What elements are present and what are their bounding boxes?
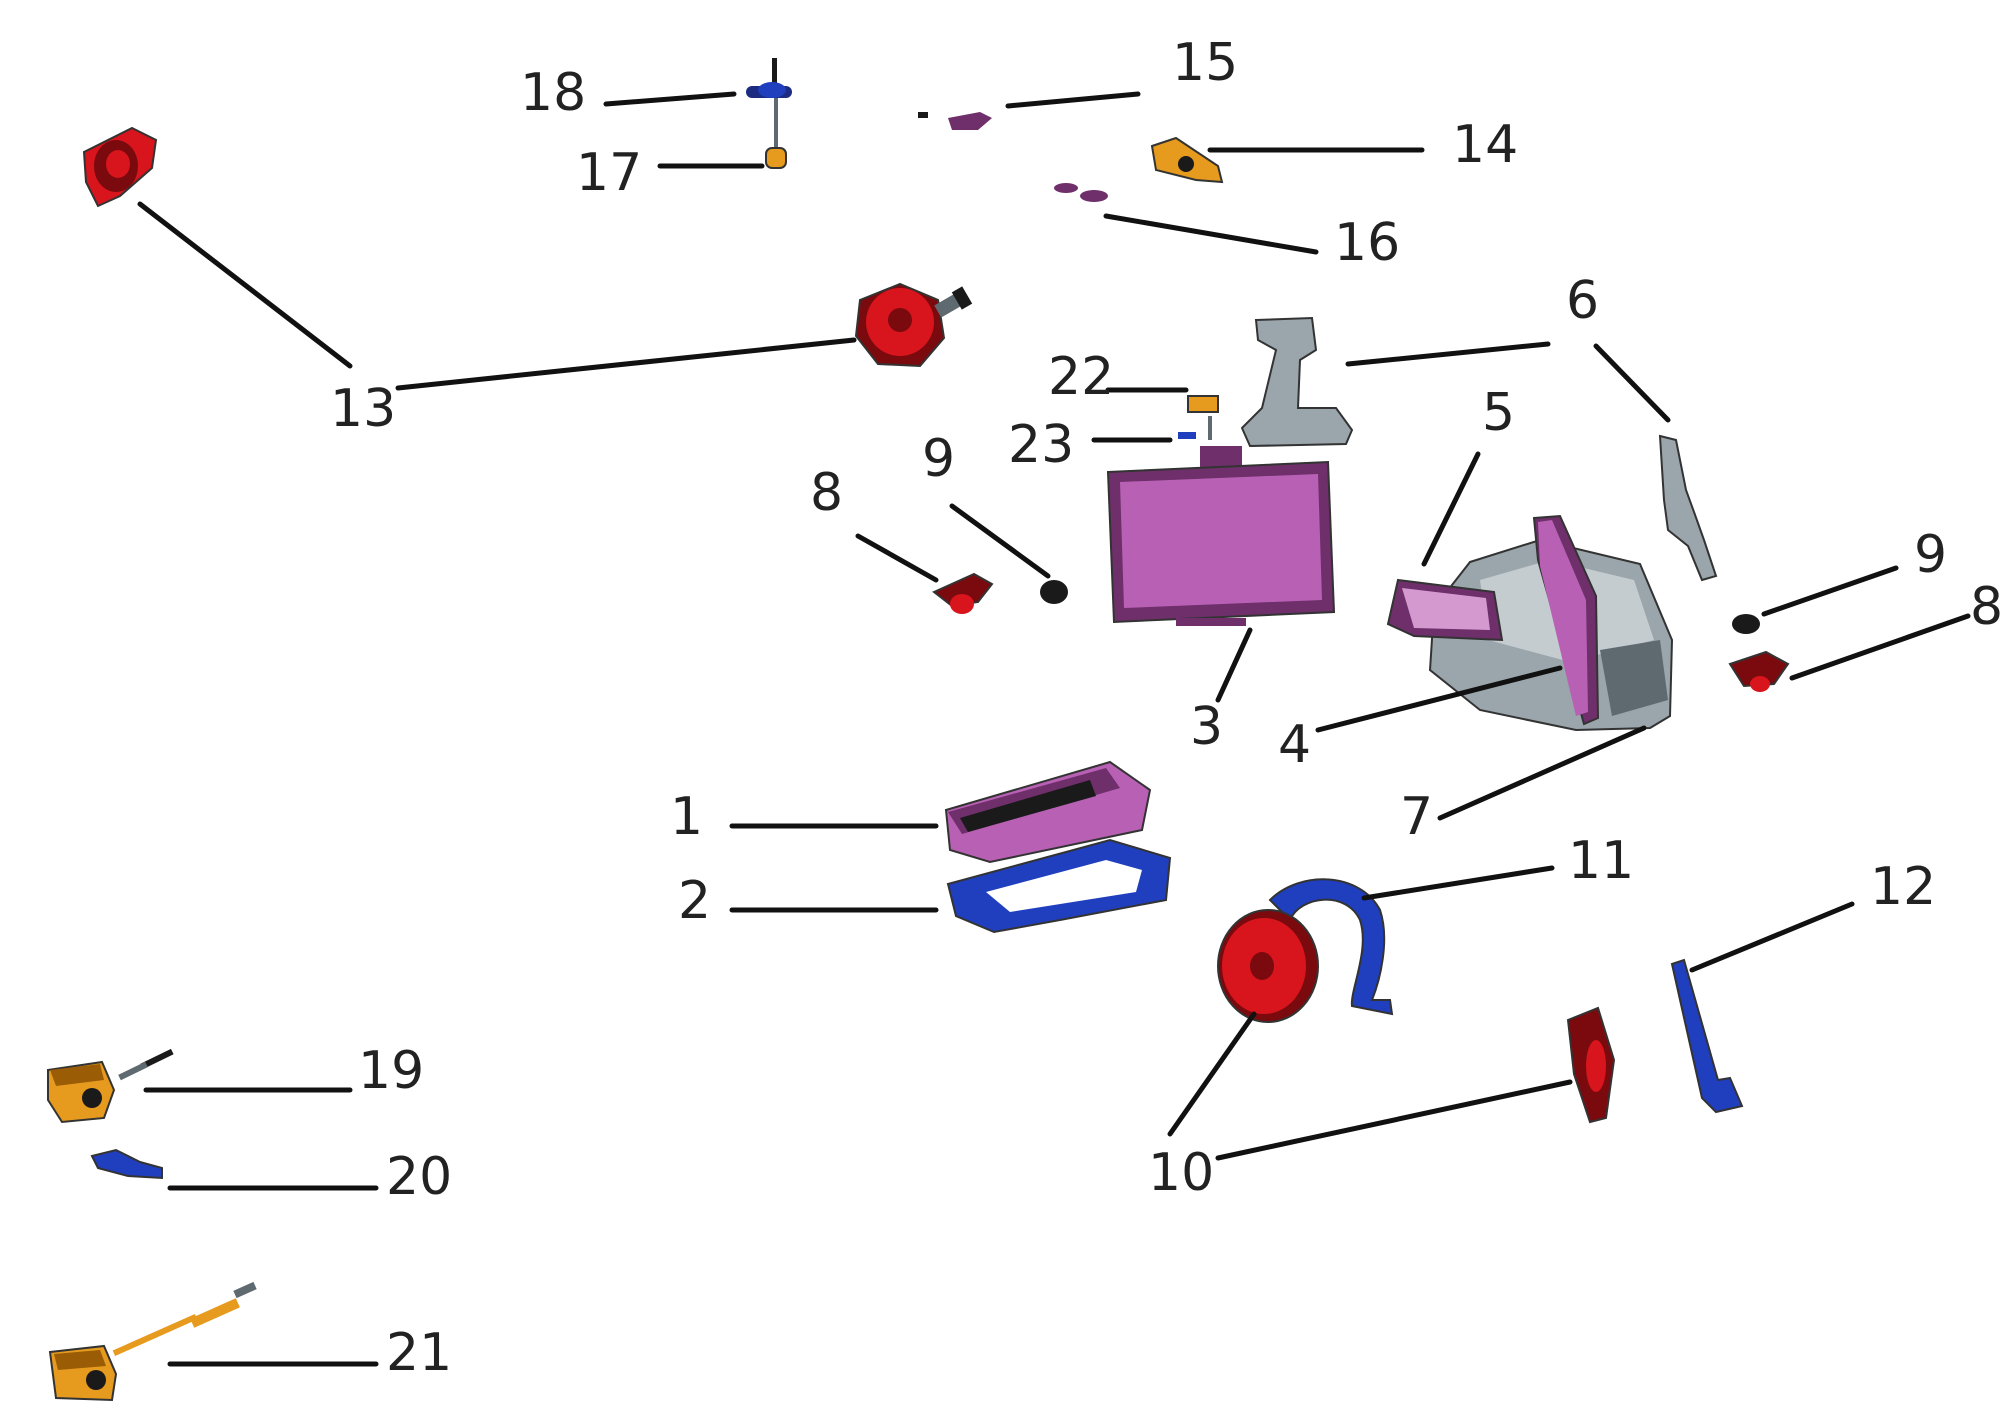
leader-12 — [1689, 901, 1855, 973]
leader-6-a — [1345, 341, 1551, 367]
leader-8-right — [1789, 613, 1971, 681]
callout-4: 4 — [1278, 715, 1311, 775]
bracket-12 — [1670, 958, 1744, 1114]
leader-8-left — [855, 533, 939, 583]
leader-16 — [1103, 213, 1319, 255]
clip-23 — [1178, 416, 1212, 440]
speaker-10-round — [1217, 909, 1319, 1023]
sensor-14 — [1150, 136, 1224, 184]
leader-10-b — [1215, 1079, 1573, 1161]
callout-5: 5 — [1482, 383, 1515, 443]
housing-assembly-4-5-7 — [1428, 514, 1674, 732]
speaker-10-side — [1566, 1006, 1616, 1124]
bracket-18 — [746, 58, 792, 98]
callout-8-left: 8 — [810, 463, 843, 523]
bracket-6-upper — [1240, 316, 1354, 448]
camera-19 — [47, 1048, 174, 1124]
callout-19: 19 — [358, 1041, 424, 1101]
leader-3 — [1215, 627, 1253, 703]
leader-15 — [1005, 91, 1141, 109]
callout-14: 14 — [1452, 115, 1518, 175]
cap-9-left — [1040, 580, 1068, 604]
leader-13-a — [137, 201, 353, 369]
callout-8-right: 8 — [1970, 577, 2003, 637]
callout-17: 17 — [576, 143, 642, 203]
stud-17 — [765, 98, 787, 169]
callout-20: 20 — [386, 1147, 452, 1207]
callout-10: 10 — [1148, 1143, 1214, 1203]
clip-20 — [90, 1148, 163, 1180]
bracket-11 — [1268, 878, 1394, 1016]
bracket-22 — [1187, 395, 1219, 413]
callout-7: 7 — [1400, 787, 1433, 847]
callout-12: 12 — [1870, 857, 1936, 917]
leader-18 — [603, 91, 737, 107]
callout-16: 16 — [1334, 213, 1400, 273]
cap-9-right — [1732, 614, 1760, 634]
speaker-13-top-left — [82, 126, 158, 208]
speaker-13-center — [854, 282, 973, 368]
bracket-6-side — [1658, 434, 1718, 582]
callout-9-right: 9 — [1914, 525, 1947, 585]
leader-10-a — [1167, 1011, 1257, 1137]
leader-5 — [1421, 451, 1481, 567]
callout-22: 22 — [1048, 347, 1114, 407]
cluster-module-1 — [944, 760, 1152, 864]
callout-15: 15 — [1172, 33, 1238, 93]
clips-16 — [1054, 183, 1108, 202]
leader-6-b — [1593, 343, 1671, 423]
callout-21: 21 — [386, 1323, 452, 1383]
callout-9-left: 9 — [922, 429, 955, 489]
clip-15 — [918, 112, 992, 130]
callout-1: 1 — [670, 787, 703, 847]
frame-2 — [946, 838, 1172, 934]
callout-6: 6 — [1566, 271, 1599, 331]
callout-23: 23 — [1008, 415, 1074, 475]
callout-11: 11 — [1568, 831, 1634, 891]
leader-9-left — [949, 503, 1051, 579]
leader-7 — [1437, 725, 1647, 821]
tweeter-8-right — [1728, 650, 1790, 692]
callout-3: 3 — [1190, 697, 1223, 757]
leader-9-right — [1761, 565, 1899, 617]
leader-13-b — [395, 337, 857, 391]
callout-18: 18 — [520, 63, 586, 123]
callout-13: 13 — [330, 379, 396, 439]
leader-4 — [1315, 665, 1563, 733]
display-3 — [1106, 446, 1336, 626]
camera-21 — [48, 1281, 257, 1402]
callout-2: 2 — [678, 871, 711, 931]
panel-5 — [1386, 578, 1504, 642]
tweeter-8-left — [932, 572, 994, 614]
leader-11 — [1361, 865, 1555, 901]
